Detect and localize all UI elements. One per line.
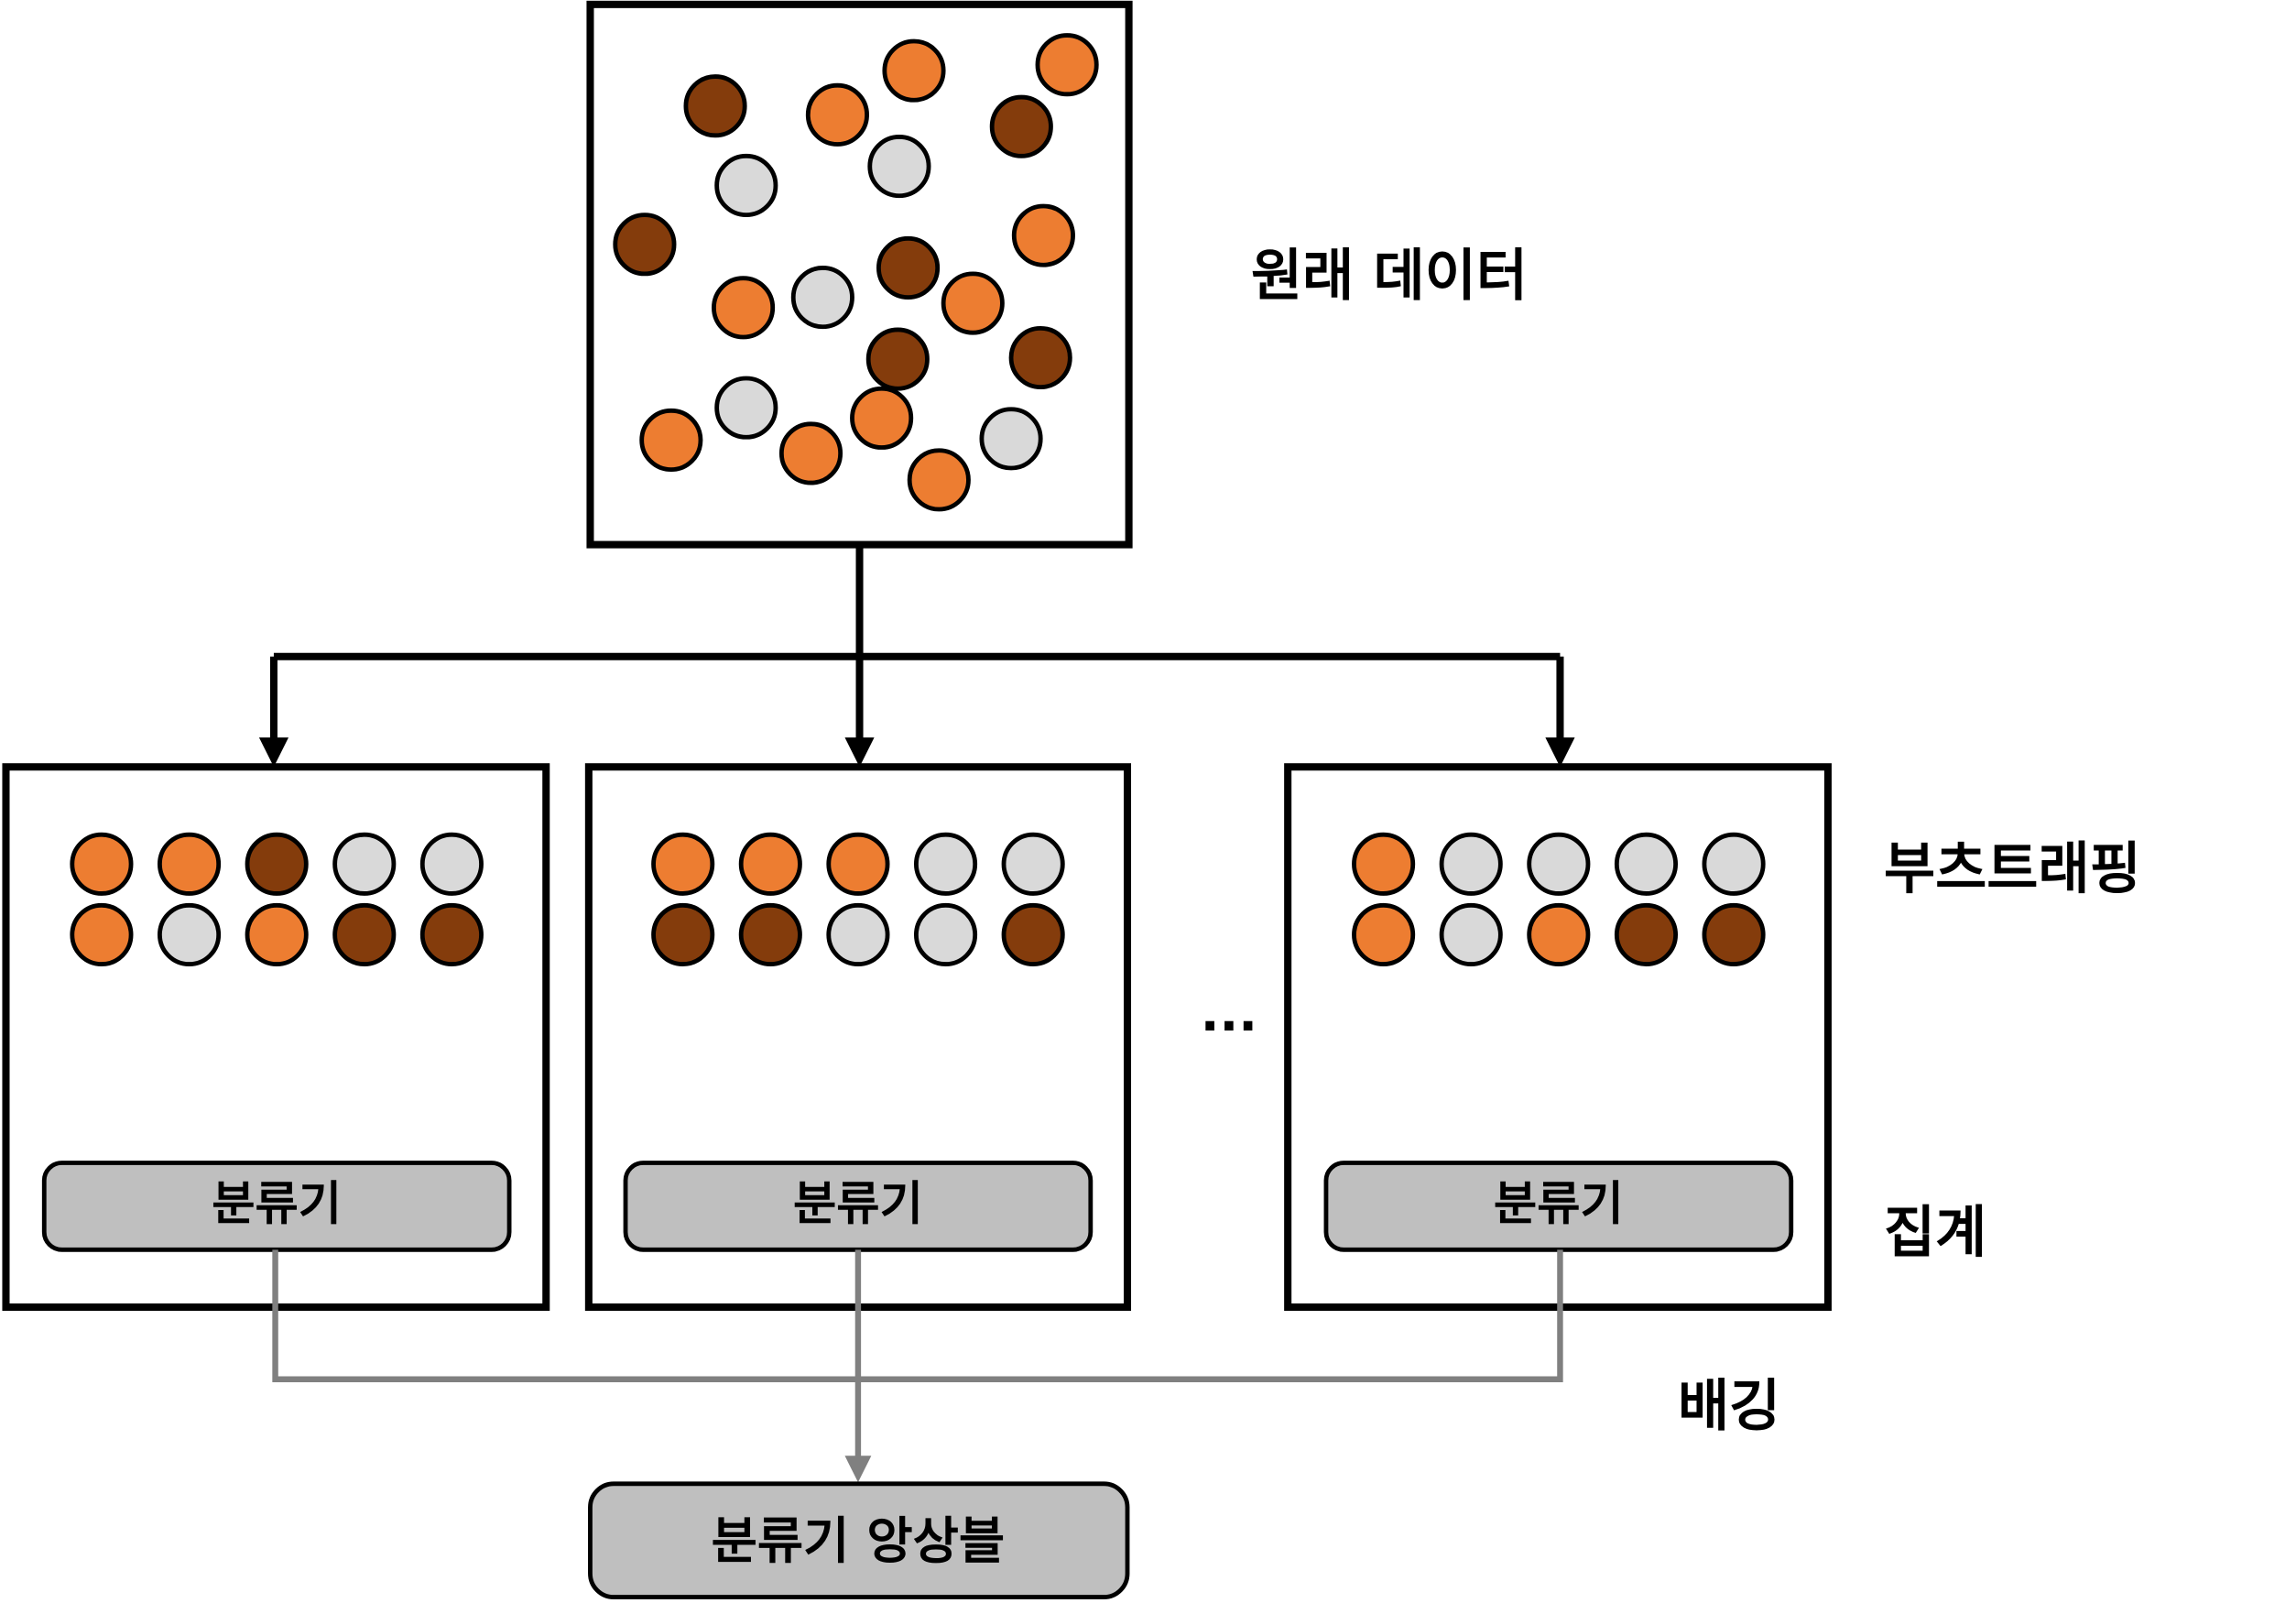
bagging-label: 배깅 [1678, 1374, 1780, 1439]
data-point-gray [790, 266, 854, 330]
sample-point-brown [1702, 902, 1766, 966]
ensemble-label: 분류기 앙상블 [712, 1511, 1006, 1570]
sample-point-orange [826, 832, 890, 896]
data-point-brown [865, 327, 930, 391]
bootstrap-points [651, 832, 1065, 966]
sample-point-brown [738, 902, 802, 966]
arrowhead-middle [844, 737, 875, 768]
sample-point-brown [332, 902, 397, 966]
data-point-gray [979, 407, 1043, 471]
classifier-label: 분류기 [212, 1177, 342, 1232]
ellipsis: ... [1201, 984, 1257, 1042]
sample-point-gray [1439, 832, 1503, 896]
bootstrap-points [1352, 832, 1766, 966]
sample-point-orange [70, 832, 134, 896]
sample-point-gray [1527, 832, 1591, 896]
bootstrap-arrows [258, 544, 1575, 768]
sample-point-gray [913, 902, 978, 966]
sample-point-orange [651, 832, 715, 896]
arrowhead-left [258, 737, 289, 768]
original-data-points [613, 33, 1099, 512]
classifier-label: 분류기 [1494, 1177, 1624, 1232]
classifier-label: 분류기 [793, 1177, 923, 1232]
data-point-brown [613, 213, 677, 277]
data-point-orange [907, 448, 971, 512]
sample-point-gray [1439, 902, 1503, 966]
data-point-orange [778, 421, 843, 485]
ensemble-box [588, 1481, 1130, 1599]
sample-point-brown [419, 902, 484, 966]
bootstrap-points [70, 832, 484, 966]
original-data-panel [586, 0, 1133, 549]
aggregation-lines [272, 1249, 1563, 1483]
arrowhead-right [1545, 737, 1575, 768]
data-point-orange [941, 271, 1005, 335]
sample-point-orange [1352, 902, 1416, 966]
sample-point-gray [1614, 832, 1679, 896]
sample-point-gray [913, 832, 978, 896]
sample-point-orange [70, 902, 134, 966]
sample-point-orange [158, 832, 222, 896]
sample-point-gray [1001, 832, 1065, 896]
data-point-gray [714, 153, 778, 218]
data-point-gray [867, 135, 931, 199]
aggregation-bracket-line [272, 1249, 1563, 1382]
sample-point-gray [826, 902, 890, 966]
data-point-orange [1035, 33, 1099, 97]
bootstrap-sample-3: 분류기 [1284, 763, 1832, 1312]
data-point-orange [639, 408, 703, 473]
sample-point-gray [158, 902, 222, 966]
data-point-orange [712, 276, 776, 340]
sample-point-gray [1702, 832, 1766, 896]
sample-point-gray [419, 832, 484, 896]
sample-point-orange [1352, 832, 1416, 896]
bootstrapping-label: 부츠트래핑 [1884, 836, 2141, 901]
sample-point-orange [738, 832, 802, 896]
bootstrap-sample-2: 분류기 [584, 763, 1132, 1312]
data-point-orange [1011, 203, 1075, 267]
aggregation-arrowhead [844, 1456, 872, 1483]
data-point-orange [882, 38, 946, 103]
original-data-label: 원래 데이터 [1251, 243, 1528, 308]
aggregation-label: 집계 [1884, 1200, 1986, 1265]
sample-point-brown [1614, 902, 1679, 966]
data-point-brown [683, 74, 747, 138]
data-point-orange [850, 386, 914, 450]
sample-point-orange [1527, 902, 1591, 966]
sample-point-brown [245, 832, 309, 896]
data-point-brown [1008, 325, 1072, 390]
data-point-gray [714, 376, 778, 440]
sample-point-gray [332, 832, 397, 896]
data-point-brown [989, 94, 1053, 158]
data-point-brown [876, 235, 941, 300]
sample-point-brown [651, 902, 715, 966]
sample-point-orange [245, 902, 309, 966]
bootstrap-sample-1: 분류기 [2, 763, 550, 1312]
data-point-orange [805, 82, 869, 147]
sample-point-brown [1001, 902, 1065, 966]
